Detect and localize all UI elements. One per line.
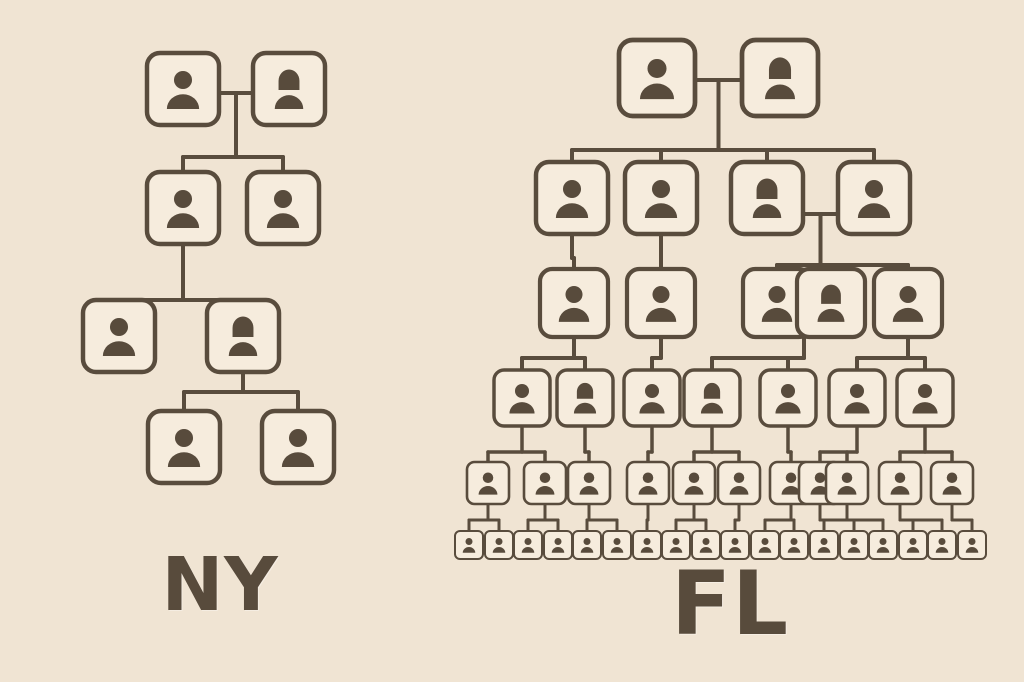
fl-person-g6-17 bbox=[957, 530, 987, 560]
person-card-frame bbox=[895, 368, 955, 428]
fl-person-g4-3 bbox=[682, 368, 742, 428]
fl-person-g3-4 bbox=[871, 266, 945, 340]
person-card-frame bbox=[622, 368, 682, 428]
fl-person-g3-1 bbox=[624, 266, 698, 340]
fl-person-g5-2 bbox=[566, 460, 612, 506]
fl-person-g6-9 bbox=[720, 530, 750, 560]
fl-person-g5-0 bbox=[465, 460, 511, 506]
person-card-frame bbox=[624, 266, 698, 340]
ny-person-g2-male-b bbox=[244, 169, 322, 247]
person-card-frame bbox=[145, 408, 223, 486]
fl-person-g4-5 bbox=[827, 368, 887, 428]
fl-person-g2-2 bbox=[728, 159, 806, 237]
fl-person-g6-7 bbox=[661, 530, 691, 560]
fl-person-g5-3 bbox=[625, 460, 671, 506]
fl-person-g1-female bbox=[739, 37, 821, 119]
fl-person-g5-8 bbox=[824, 460, 870, 506]
fl-person-g4-1 bbox=[555, 368, 615, 428]
fl-person-g6-2 bbox=[513, 530, 543, 560]
fl-person-g3-3 bbox=[794, 266, 868, 340]
ny-person-g4-male-a bbox=[145, 408, 223, 486]
ny-person-g1-male bbox=[144, 50, 222, 128]
fl-person-g6-11 bbox=[779, 530, 809, 560]
fl-person-g1-male bbox=[616, 37, 698, 119]
fl-person-g6-12 bbox=[809, 530, 839, 560]
fl-person-g6-15 bbox=[898, 530, 928, 560]
person-card-frame bbox=[492, 368, 552, 428]
fl-person-g6-6 bbox=[632, 530, 662, 560]
fl-person-g4-0 bbox=[492, 368, 552, 428]
ny-person-g3-male bbox=[80, 297, 158, 375]
person-card-frame bbox=[871, 266, 945, 340]
label-fl: FL bbox=[671, 552, 789, 655]
fl-person-g4-4 bbox=[758, 368, 818, 428]
person-nodes bbox=[80, 37, 987, 560]
fl-person-g3-0 bbox=[537, 266, 611, 340]
connector-lines bbox=[117, 78, 974, 533]
fl-person-g5-1 bbox=[522, 460, 568, 506]
fl-person-g2-3 bbox=[835, 159, 913, 237]
fl-person-g6-3 bbox=[543, 530, 573, 560]
person-card-frame bbox=[758, 368, 818, 428]
fl-person-g2-1 bbox=[622, 159, 700, 237]
fl-person-g5-4 bbox=[671, 460, 717, 506]
fl-person-g4-6 bbox=[895, 368, 955, 428]
ny-person-g2-male-a bbox=[144, 169, 222, 247]
fl-person-g5-9 bbox=[877, 460, 923, 506]
person-card-frame bbox=[80, 297, 158, 375]
fl-person-g5-10 bbox=[929, 460, 975, 506]
fl-person-g4-2 bbox=[622, 368, 682, 428]
fl-person-g6-14 bbox=[868, 530, 898, 560]
fl-person-g2-0 bbox=[533, 159, 611, 237]
fl-person-g6-0 bbox=[454, 530, 484, 560]
fl-person-g6-4 bbox=[572, 530, 602, 560]
fl-person-g6-13 bbox=[839, 530, 869, 560]
person-card-frame bbox=[616, 37, 698, 119]
ny-person-g1-female bbox=[250, 50, 328, 128]
person-card-frame bbox=[259, 408, 337, 486]
person-card-frame bbox=[537, 266, 611, 340]
person-card-frame bbox=[827, 368, 887, 428]
person-card-frame bbox=[144, 50, 222, 128]
ny-person-g3-female bbox=[204, 297, 282, 375]
fl-person-g6-16 bbox=[927, 530, 957, 560]
ny-person-g4-male-b bbox=[259, 408, 337, 486]
fl-person-g6-1 bbox=[484, 530, 514, 560]
fl-person-g5-5 bbox=[716, 460, 762, 506]
label-ny: NY bbox=[161, 542, 279, 628]
fl-person-g6-5 bbox=[602, 530, 632, 560]
